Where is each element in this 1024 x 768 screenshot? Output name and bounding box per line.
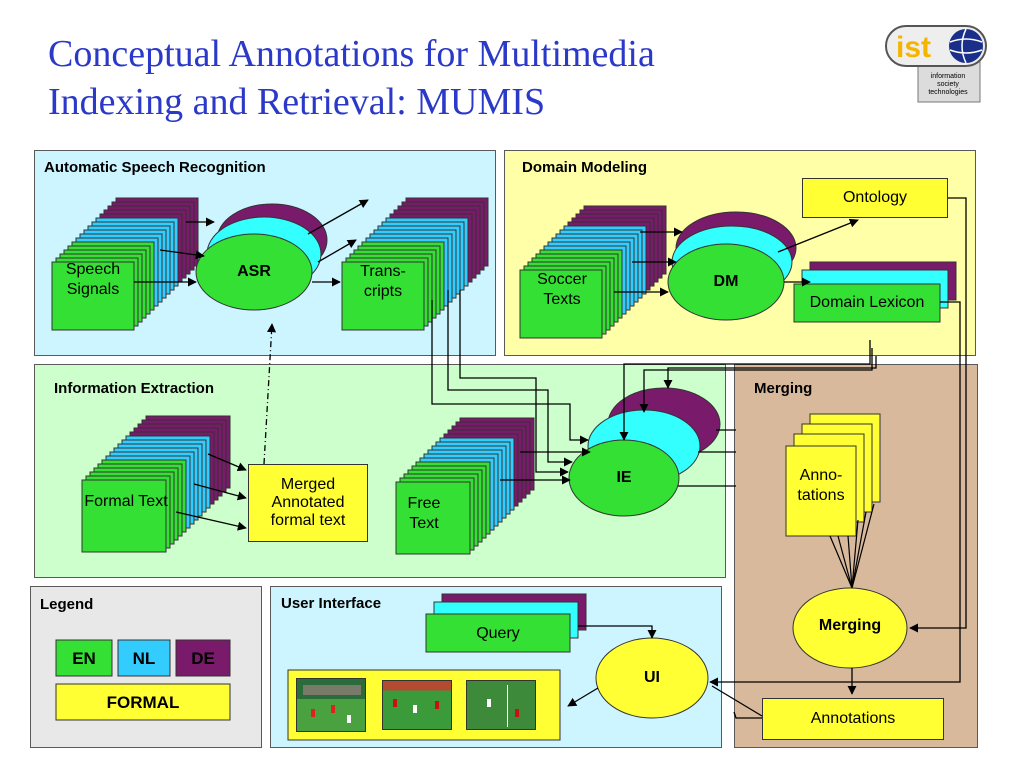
domain-lexicon-stack bbox=[793, 261, 957, 323]
svg-text:information: information bbox=[931, 73, 966, 80]
query-label[interactable]: Query bbox=[476, 625, 520, 642]
document-sheet bbox=[51, 261, 135, 331]
free-text-stack bbox=[395, 417, 535, 555]
merging-node-label: Merging bbox=[818, 617, 882, 634]
document-sheet bbox=[341, 261, 425, 331]
formal-text-stack bbox=[81, 415, 231, 553]
speech-signals-label: Speech Signals bbox=[65, 261, 121, 298]
document-sheet bbox=[395, 481, 471, 555]
panel-title-legend: Legend bbox=[40, 596, 94, 613]
panel-title-ie: Information Extraction bbox=[54, 380, 215, 397]
dm-ellipses bbox=[667, 211, 797, 321]
video-thumbnail-1[interactable] bbox=[296, 678, 366, 732]
transcripts-label: Trans-cripts bbox=[360, 263, 406, 300]
svg-text:society: society bbox=[937, 81, 959, 88]
asr-ellipses bbox=[195, 203, 328, 311]
document-sheet bbox=[519, 269, 603, 339]
merged-annotated-box: Merged Annotated formal text bbox=[248, 464, 368, 542]
query-box bbox=[425, 613, 571, 653]
free-text-label: Free Text bbox=[407, 495, 441, 532]
title-line-1: Conceptual Annotations for Multimedia bbox=[48, 33, 655, 75]
soccer-texts-label: Soccer Texts bbox=[537, 271, 587, 308]
domain-lexicon-box bbox=[793, 283, 941, 323]
video-thumbnail-2[interactable] bbox=[382, 680, 452, 730]
logo-plate bbox=[917, 61, 981, 103]
logo-word: ist bbox=[896, 31, 931, 64]
video-thumbnail-3[interactable] bbox=[466, 680, 536, 730]
merging-node bbox=[792, 587, 908, 669]
panel-title-merging: Merging bbox=[754, 380, 813, 397]
speech-signals-stack bbox=[51, 197, 199, 331]
query-stack bbox=[425, 593, 587, 653]
panel-title-ui: User Interface bbox=[281, 595, 382, 612]
legend-de-box bbox=[175, 639, 231, 677]
formal-text-label: Formal Text bbox=[84, 493, 168, 510]
annotations-stack-label: Anno-tations bbox=[797, 467, 845, 504]
domain-lexicon-label: Domain Lexicon bbox=[809, 294, 925, 311]
logo-globe bbox=[949, 29, 983, 63]
page-title: Conceptual Annotations for Multimedia In… bbox=[48, 30, 848, 126]
soccer-texts-stack bbox=[519, 205, 667, 339]
dm-label: DM bbox=[713, 273, 739, 290]
title-line-2: Indexing and Retrieval: MUMIS bbox=[48, 81, 546, 123]
legend-nl-box bbox=[117, 639, 171, 677]
ie-ellipses bbox=[568, 387, 721, 517]
legend-formal-box bbox=[55, 683, 231, 721]
document-sheet bbox=[81, 479, 167, 553]
annotations-stack bbox=[785, 413, 881, 537]
transcripts-stack bbox=[341, 197, 489, 331]
asr-label: ASR bbox=[237, 263, 271, 280]
legend-de-label: DE bbox=[191, 649, 215, 668]
ie-label: IE bbox=[616, 469, 632, 486]
legend-formal-label: FORMAL bbox=[106, 693, 180, 712]
annotations-box: Annotations bbox=[762, 698, 944, 740]
ontology-box: Ontology bbox=[802, 178, 948, 218]
ui-label: UI bbox=[644, 669, 660, 686]
legend-nl-label: NL bbox=[132, 649, 156, 668]
panel-title-dm: Domain Modeling bbox=[522, 159, 647, 176]
legend-en-label: EN bbox=[72, 649, 96, 668]
panel-title-asr: Automatic Speech Recognition bbox=[44, 159, 266, 176]
svg-text:technologies: technologies bbox=[928, 89, 968, 96]
asr-node bbox=[195, 233, 313, 311]
annotations-stack-front bbox=[785, 445, 857, 537]
ist-logo: ist information society technologies bbox=[884, 22, 990, 104]
legend-en-box bbox=[55, 639, 113, 677]
